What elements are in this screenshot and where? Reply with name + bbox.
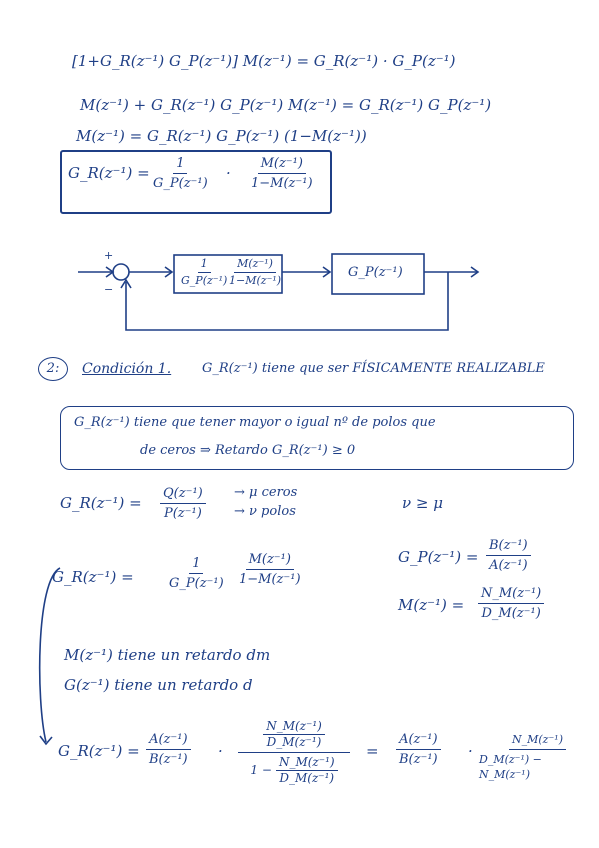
frac-num: A(z⁻¹) [396, 732, 441, 750]
frac-num: M(z⁻¹) [234, 258, 276, 273]
section-title: Condición 1. [82, 361, 172, 377]
gr-qp-frac: Q(z⁻¹) P(z⁻¹) [160, 486, 206, 521]
poles-annotation: → ν polos [234, 504, 296, 519]
order-inequality: ν ≥ μ [402, 494, 443, 512]
frac-num: M(z⁻¹) [245, 552, 294, 570]
gr-eq2-frac-1: 1 G_P(z⁻¹) [166, 556, 227, 591]
frac-num: 1 [173, 156, 188, 174]
frac-den: A(z⁻¹) [489, 558, 528, 573]
delay-g-text: G(z⁻¹) tiene un retardo d [64, 676, 253, 694]
final-dot-2: · [468, 742, 473, 760]
gr-final-lhs: G_R(z⁻¹) = [68, 164, 150, 182]
frac-den: D_M(z⁻¹) [266, 735, 322, 749]
frac-num: M(z⁻¹) [257, 156, 306, 174]
gr-final-dot: · [226, 164, 231, 182]
frac-num: Q(z⁻¹) [160, 486, 206, 504]
gr-final-frac-2: M(z⁻¹) 1−M(z⁻¹) [248, 156, 316, 191]
one-minus: 1 − [250, 763, 272, 777]
frac-den: D_M(z⁻¹) [481, 606, 541, 621]
block1-frac-1: 1 G_P(z⁻¹) [178, 258, 230, 287]
compound-denominator: 1 − N_M(z⁻¹) D_M(z⁻¹) [250, 753, 338, 785]
frac-den: D_M(z⁻¹) [279, 771, 335, 785]
gr-eq2-lhs: G_R(z⁻¹) = [52, 568, 134, 586]
frac-den: G_P(z⁻¹) [181, 274, 228, 287]
frac-num: N_M(z⁻¹) [275, 756, 338, 771]
gr-eq2-frac-2: M(z⁻¹) 1−M(z⁻¹) [236, 552, 304, 587]
m-def-lhs: M(z⁻¹) = [398, 596, 465, 614]
condition-box [60, 406, 574, 470]
frac-den: D_M(z⁻¹) − N_M(z⁻¹) [479, 753, 542, 781]
gp-def-lhs: G_P(z⁻¹) = [398, 548, 479, 566]
final-frac-4: N_M(z⁻¹) D_M(z⁻¹) − N_M(z⁻¹) [476, 732, 599, 782]
section-number: 2: [38, 357, 68, 381]
equation-2: M(z⁻¹) + G_R(z⁻¹) G_P(z⁻¹) M(z⁻¹) = G_R(… [80, 96, 492, 114]
frac-den: B(z⁻¹) [149, 752, 188, 767]
gr-qp-lhs: G_R(z⁻¹) = [60, 494, 142, 512]
frac-num: N_M(z⁻¹) [509, 732, 566, 750]
frac-den: 1−M(z⁻¹) [239, 572, 301, 587]
delay-m-text: M(z⁻¹) tiene un retardo dm [64, 646, 271, 664]
compound-numerator: N_M(z⁻¹) D_M(z⁻¹) [238, 720, 350, 753]
frac-den: G_P(z⁻¹) [153, 176, 208, 191]
frac-num: N_M(z⁻¹) [263, 720, 325, 735]
frac-num: N_M(z⁻¹) [478, 586, 545, 604]
frac-den: B(z⁻¹) [399, 752, 438, 767]
boxed-result [60, 150, 332, 214]
summing-minus-sign: − [104, 283, 114, 296]
condition-line-2: de ceros ⇒ Retardo G_R(z⁻¹) ≥ 0 [140, 443, 356, 458]
frac-den: P(z⁻¹) [163, 506, 202, 521]
condition-line-1: G_R(z⁻¹) tiene que tener mayor o igual n… [74, 415, 436, 430]
frac-num: B(z⁻¹) [486, 538, 531, 556]
final-equals: = [366, 742, 379, 760]
block1-frac-2: M(z⁻¹) 1−M(z⁻¹) [226, 258, 284, 287]
final-lhs: G_R(z⁻¹) = [58, 742, 140, 760]
final-compound-frac: N_M(z⁻¹) D_M(z⁻¹) 1 − N_M(z⁻¹) D_M(z⁻¹) [238, 720, 350, 785]
frac-num: 1 [197, 258, 211, 273]
final-frac-3: A(z⁻¹) B(z⁻¹) [396, 732, 441, 767]
inner-frac: N_M(z⁻¹) D_M(z⁻¹) [275, 756, 338, 785]
gr-final-frac-1: 1 G_P(z⁻¹) [150, 156, 211, 191]
frac-num: 1 [189, 556, 204, 574]
frac-den: 1−M(z⁻¹) [251, 176, 313, 191]
equation-3: M(z⁻¹) = G_R(z⁻¹) G_P(z⁻¹) (1−M(z⁻¹)) [76, 127, 367, 145]
section-statement: G_R(z⁻¹) tiene que ser FÍSICAMENTE REALI… [202, 361, 545, 376]
zeros-annotation: → μ ceros [234, 485, 298, 500]
final-frac-1: A(z⁻¹) B(z⁻¹) [146, 732, 191, 767]
gp-def-frac: B(z⁻¹) A(z⁻¹) [486, 538, 531, 573]
frac-den: 1−M(z⁻¹) [229, 274, 282, 287]
block2-label: G_P(z⁻¹) [348, 265, 403, 280]
equation-1: [1+G_R(z⁻¹) G_P(z⁻¹)] M(z⁻¹) = G_R(z⁻¹) … [72, 52, 456, 70]
summing-plus-sign: + [104, 249, 114, 262]
frac-num: A(z⁻¹) [146, 732, 191, 750]
m-def-frac: N_M(z⁻¹) D_M(z⁻¹) [478, 586, 545, 621]
frac-den: G_P(z⁻¹) [169, 576, 224, 591]
final-dot-1: · [218, 742, 223, 760]
